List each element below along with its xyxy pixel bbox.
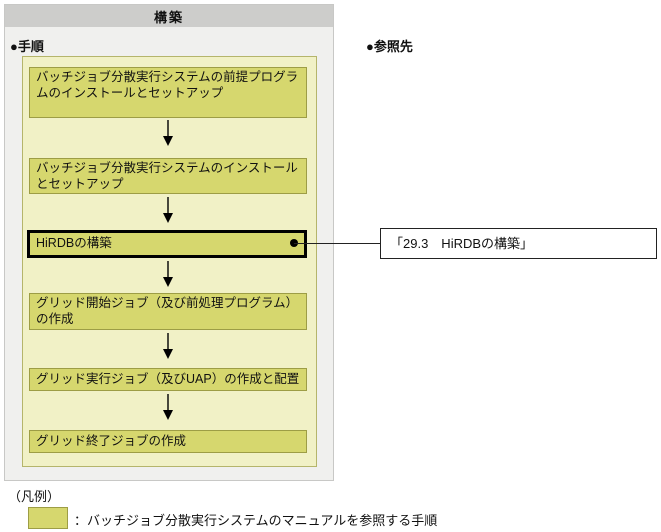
arrow-down-icon xyxy=(163,197,173,223)
legend-title: （凡例） xyxy=(8,489,61,504)
step-box-prereq-install: バッチジョブ分散実行システムの前提プログラムのインストールとセットアップ xyxy=(29,67,307,118)
reference-column-label: ●参照先 xyxy=(366,39,413,54)
step-box-grid-start-job: グリッド開始ジョブ（及び前処理プログラム）の作成 xyxy=(29,293,307,330)
arrow-down-icon xyxy=(163,333,173,359)
legend-step-color-swatch xyxy=(28,507,68,529)
steps-panel xyxy=(22,56,317,467)
step-box-hirdb-construction: HiRDBの構築 xyxy=(27,230,307,258)
step-box-grid-exec-job: グリッド実行ジョブ（及びUAP）の作成と配置 xyxy=(29,368,307,391)
step-box-grid-end-job: グリッド終了ジョブの作成 xyxy=(29,430,307,453)
phase-title: 構築 xyxy=(153,9,184,25)
procedure-column-label: ●手順 xyxy=(10,39,44,54)
phase-header: 構築 xyxy=(5,5,333,27)
arrow-down-icon xyxy=(163,394,173,420)
arrow-down-icon xyxy=(163,120,173,146)
reference-connector-line xyxy=(294,243,380,244)
arrow-down-icon xyxy=(163,261,173,287)
reference-target-box: 「29.3 HiRDBの構築」 xyxy=(380,228,657,259)
legend-swatch-description: ：バッチジョブ分散実行システムのマニュアルを参照する手順 xyxy=(74,513,438,528)
step-box-system-install: バッチジョブ分散実行システムのインストールとセットアップ xyxy=(29,158,307,194)
